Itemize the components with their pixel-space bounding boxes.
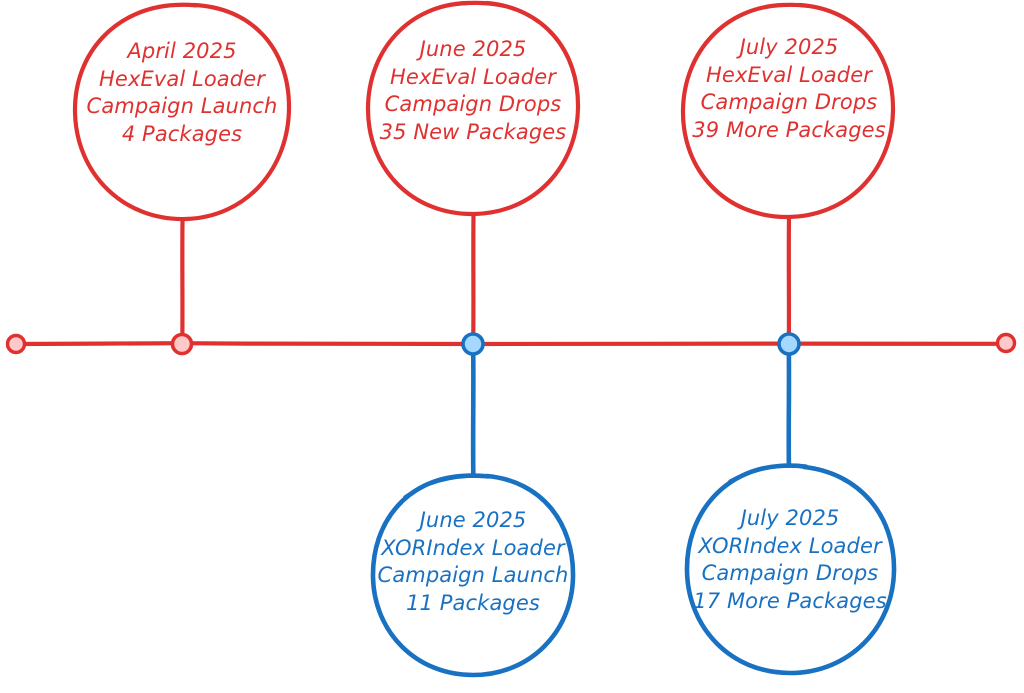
event-circle-april-2025-hexeval[interactable] [72,2,292,222]
event-circle-overshoot [403,474,478,499]
axis-endpoint-end[interactable] [995,332,1017,354]
event-circle-june-2025-xorindex[interactable] [370,473,576,678]
event-circle-june-2025-hexeval[interactable] [365,0,581,217]
event-circle-overshoot [764,3,819,10]
axis-node-june-2025[interactable] [461,332,485,356]
axis-node-july-2025[interactable] [777,332,801,356]
event-circle-outline [72,2,292,222]
axis-node-markers [5,332,1017,356]
event-circle-july-2025-hexeval[interactable] [680,2,896,220]
connector-stems [180,211,792,482]
axis-node-april-2025-hexeval[interactable] [170,332,194,356]
event-circle-july-2025-xorindex[interactable] [684,463,897,676]
event-circle-overshoot [450,1,505,8]
axis-endpoint-start[interactable] [5,333,27,355]
event-circle-outline [365,0,581,217]
event-circle-outline [684,463,897,676]
axis-line-segment-2 [179,341,476,347]
axis-line-segment-left [13,341,185,347]
event-circle-overshoot [728,464,794,483]
event-circle-outline [370,473,576,678]
timeline-axis [13,341,1009,347]
event-circle-outline [680,2,896,220]
